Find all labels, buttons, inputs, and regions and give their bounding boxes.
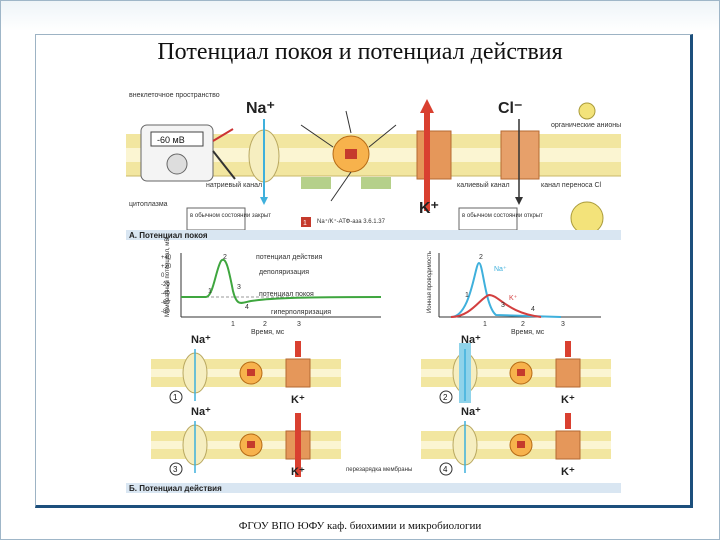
step-number: 2 xyxy=(443,393,448,402)
k-ion-b: K⁺ xyxy=(561,466,575,478)
k-ion-a: K⁺ xyxy=(419,200,439,217)
ap-num-2: 2 xyxy=(223,254,227,261)
graph-right-xtick-2: 2 xyxy=(521,321,525,328)
membrane-top-a xyxy=(126,134,621,148)
voltmeter: -60 мВ xyxy=(140,124,236,182)
panel-a-caption: А. Потенциал покоя xyxy=(129,231,208,240)
leak-channel-label: натриевый канал xyxy=(206,181,262,189)
anion-sphere xyxy=(570,201,604,235)
closed-state-right: в обычном состоянии открыт xyxy=(462,213,543,219)
slide-title: Потенциал покоя и потенциал действия xyxy=(157,39,563,65)
gr-num-4: 4 xyxy=(531,306,535,313)
gr-num-1: 1 xyxy=(465,292,469,299)
recharge-label: перезарядка мембраны xyxy=(346,467,412,473)
ap-num-3: 3 xyxy=(237,284,241,291)
slide-footer: ФГОУ ВПО ЮФУ каф. биохимии и микробиолог… xyxy=(238,520,482,532)
ap-num-1: 1 xyxy=(208,288,212,295)
atpase-label: Na⁺/K⁺-АТФ-аза 3.6.1.37 xyxy=(317,218,386,225)
panel-b-caption: Б. Потенциал действия xyxy=(129,484,222,493)
k-conductance-curve xyxy=(450,293,542,318)
graph-right-xtick-3: 3 xyxy=(561,321,565,328)
action-step-2: Na⁺ K⁺ 2 xyxy=(421,334,611,406)
graph-left-xtick-3: 3 xyxy=(297,321,301,328)
ap-label-1: потенциал действия xyxy=(256,253,322,261)
extracellular-label: внеклеточное пространство xyxy=(129,92,220,99)
graph-left-xtick-1: 1 xyxy=(231,321,235,328)
na-ion-b: Na⁺ xyxy=(191,334,211,346)
k-ion-b: K⁺ xyxy=(291,394,305,406)
k-series-label: K⁺ xyxy=(509,295,518,302)
graph-right-xtick-1: 1 xyxy=(483,321,487,328)
gr-num-3: 3 xyxy=(501,302,505,309)
na-ion-b: Na⁺ xyxy=(461,334,481,346)
na-ion-b: Na⁺ xyxy=(191,406,211,418)
graph-conductance: Ионная проводимость Na⁺ K⁺ 1 2 3 4 1 2 3… xyxy=(427,251,601,336)
action-step-1: Na⁺ K⁺ 1 xyxy=(151,334,341,406)
graph-left-ytick: -40 xyxy=(161,291,170,297)
cl-channel xyxy=(500,119,540,205)
k-efflux-arrow xyxy=(295,341,301,357)
k-channel-label: калиевый канал xyxy=(457,181,510,189)
action-step-4: Na⁺ K⁺ 4 xyxy=(421,406,611,478)
graph-left-ylabel: Мембранный потенциал, мВ xyxy=(164,238,171,317)
graph-left-ytick: -20 xyxy=(161,282,170,288)
k-efflux-arrow xyxy=(565,413,571,429)
cytoplasm-label: цитоплазма xyxy=(129,201,168,208)
graph-left-xlabel: Время, мс xyxy=(251,329,285,336)
k-ion-b: K⁺ xyxy=(291,466,305,478)
na-k-atpase xyxy=(300,110,397,202)
step-number: 3 xyxy=(173,465,178,474)
na-conductance-curve xyxy=(450,261,562,318)
atpase-number: 1 xyxy=(303,220,307,227)
graph-left-ytick: 0 xyxy=(161,273,165,279)
graph-left-ytick: +40 xyxy=(161,255,172,261)
cl-channel-label: канал переноса Cl xyxy=(541,182,602,189)
graph-left-ytick: +20 xyxy=(161,264,172,270)
panel-b: Na⁺K⁺1Na⁺K⁺2Na⁺K⁺3Na⁺K⁺4 xyxy=(151,334,611,478)
organic-anions-label: органические анионы xyxy=(551,122,621,129)
graph-right-ylabel: Ионная проводимость xyxy=(427,251,433,313)
step-number: 4 xyxy=(443,465,448,474)
closed-state-left: в обычном состоянии закрыт xyxy=(190,213,271,219)
na-leak-channel xyxy=(248,119,280,205)
ap-label-4: гиперполяризация xyxy=(271,309,331,316)
k-efflux-arrow xyxy=(565,341,571,357)
graph-right-xlabel: Время, мс xyxy=(511,329,545,336)
k-efflux-arrow xyxy=(295,413,301,477)
na-ion-a: Na⁺ xyxy=(246,100,275,117)
ap-label-2: деполяризация xyxy=(259,269,309,276)
panel-a: внеклеточное пространство цитоплазма -60… xyxy=(126,89,621,240)
action-potential-curve xyxy=(181,258,382,304)
graph-left-xtick-2: 2 xyxy=(263,321,267,328)
graph-left-ytick: -80 xyxy=(161,309,170,315)
gr-num-2: 2 xyxy=(479,254,483,261)
na-ion-b: Na⁺ xyxy=(461,406,481,418)
voltmeter-reading: -60 мВ xyxy=(157,135,185,145)
cl-ion-a: Cl⁻ xyxy=(498,100,522,117)
na-series-label: Na⁺ xyxy=(494,266,507,273)
ap-label-3: потенциал покоя xyxy=(259,291,314,298)
k-channel xyxy=(416,99,452,211)
step-number: 1 xyxy=(173,393,178,402)
k-ion-b: K⁺ xyxy=(561,394,575,406)
graph-left-ytick: -60 xyxy=(161,300,170,306)
graph-potential: Мембранный потенциал, мВ +40 +20 0 -20 -40 -6… xyxy=(161,238,382,336)
action-step-3: Na⁺ K⁺ 3 xyxy=(151,406,341,478)
ap-num-4: 4 xyxy=(245,304,249,311)
